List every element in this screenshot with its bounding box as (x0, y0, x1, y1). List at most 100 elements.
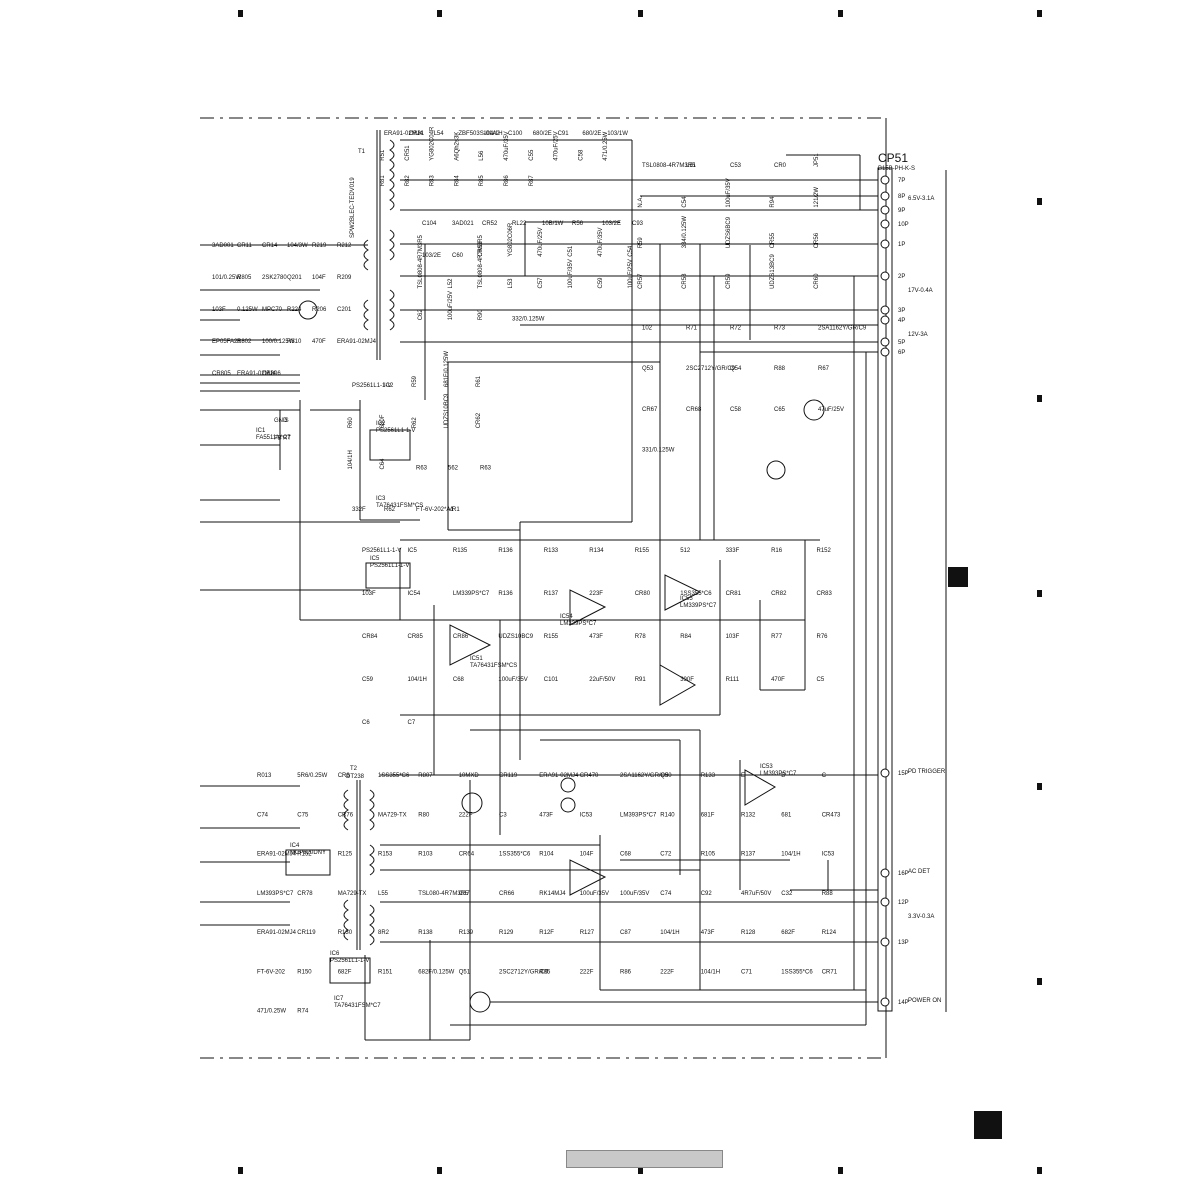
component-label: C32 (781, 891, 793, 897)
connector-pin-number: 12P (898, 900, 909, 906)
component-label: 470F (771, 677, 785, 683)
component-label: ZBF503S-01A2 (458, 131, 500, 137)
component-label: 470uF/35V (504, 131, 510, 160)
component-label: CR14 (262, 243, 278, 249)
component-label: CR56 (814, 232, 820, 248)
component-label: 10B/1W (542, 221, 564, 227)
component-label: R83 (430, 175, 436, 187)
component-label: GND (274, 418, 288, 424)
component-label: R81 (380, 175, 386, 187)
ic-ref-label: IC5 (370, 556, 380, 562)
component-label: C75 (297, 812, 309, 818)
component-label: C62 (418, 309, 424, 321)
component-label: 2SC2712Y/GR/C9 (686, 366, 736, 372)
component-label: RT (283, 436, 291, 442)
component-label: ERA91-02MJ4 (384, 131, 424, 137)
component-label: 1SS355*C6 (378, 773, 410, 779)
component-label: L56 (479, 150, 485, 161)
connector-pin-label: 6.5V-3.1A (908, 196, 934, 202)
component-label: 473F (539, 812, 553, 818)
ic-part-label: FA5511N*C7 (256, 435, 291, 441)
component-label: FB (274, 436, 282, 442)
component-label: R73 (774, 326, 786, 332)
ic-part-label: TA76431FSM*CS (470, 663, 517, 669)
component-label: 2SC2712Y/GR/C9 (499, 969, 549, 975)
component-label: C74 (660, 891, 672, 897)
component-label: UDZS6BC9 (726, 216, 732, 248)
connector-pin-number: 2P (898, 274, 905, 280)
component-label: 2SA1162Y/GR/C9 (818, 326, 867, 332)
component-label: CR80 (635, 591, 651, 597)
component-label: R87 (529, 175, 535, 187)
connector-pin (880, 347, 890, 357)
component-label: RK14MJ4 (539, 891, 566, 897)
corner-marker (974, 1111, 1002, 1139)
component-label: ERA91-02MJ4 (337, 339, 377, 345)
component-label: CR52 (482, 221, 498, 227)
connector-pin-number: 4P (898, 318, 905, 324)
transistors (298, 300, 825, 1013)
t2-part: DT238 (346, 774, 365, 780)
component-label: 331/0.125W (642, 447, 675, 453)
component-label: R85 (479, 175, 485, 187)
component-label: CR806 (262, 371, 281, 377)
component-label: CR805 (212, 371, 231, 377)
connector-pin (880, 271, 890, 281)
component-label: 332/0.125W (512, 316, 545, 322)
ic-ref-label: IC7 (334, 996, 344, 1002)
connector-pin (880, 897, 890, 907)
component-label: 681F (701, 812, 715, 818)
component-label: C201 (337, 307, 352, 313)
component-label: 1SS355*C6 (781, 969, 813, 975)
component-label: CR53 (478, 241, 484, 257)
component-label: CR57 (638, 273, 644, 289)
component-label: 104F (312, 275, 326, 281)
component-label: 470F (312, 339, 326, 345)
connector-pin-number: 5P (898, 340, 905, 346)
component-label: R805 (237, 275, 252, 281)
t1-part: SPW2BLEC-TEDV019 (350, 177, 356, 238)
component-label: CR81 (726, 591, 742, 597)
component-label: YG802C04R (430, 126, 436, 161)
connector-cp51: CP51 B15B-PH-K-S 7P6.5V-3.1A8P9P10P1P2P1… (877, 151, 946, 1012)
ic-part-label: PS2561L1-1-V (376, 428, 415, 434)
component-label: TSL080-4R7M3R5 (418, 891, 469, 897)
component-label: LM393PS*C7 (257, 891, 294, 897)
component-label: 680F (380, 414, 386, 428)
component-label: Q54 (730, 366, 742, 372)
component-label: PS2561L1-1-V (352, 383, 391, 389)
connector-pin (880, 868, 890, 878)
registration-marks (238, 10, 1042, 1174)
component-label: CR71 (822, 969, 838, 975)
connector-pin (880, 205, 890, 215)
component-label: 104/3W (287, 243, 308, 249)
component-label: 2SA1162Y/GR/C9 (620, 773, 669, 779)
ic-part-label: PS2561L1-1-V (370, 563, 409, 569)
component-label: R140 (660, 812, 675, 818)
component-label: CR66 (499, 891, 515, 897)
ic2-optocoupler (369, 429, 411, 461)
component-label: LM393PS*C7 (620, 812, 657, 818)
component-label: C5 (817, 677, 825, 683)
component-label: L51 (686, 163, 697, 169)
component-label: 3AD001 (212, 243, 234, 249)
section-tab-marker (948, 567, 968, 587)
component-label: UDZS10BC9 (498, 634, 533, 640)
component-label: R63 (416, 466, 428, 472)
component-label: CR60 (814, 273, 820, 289)
component-label: ERA91-02MJ4 (257, 930, 297, 936)
component-label: R103 (418, 852, 433, 858)
component-label: CR81 (409, 131, 425, 137)
component-label: C93 (632, 221, 644, 227)
component-label: R013 (257, 773, 272, 779)
component-label: CR84 (362, 634, 378, 640)
connector-pin-label: AC DET (908, 869, 930, 875)
component-label: L55 (378, 891, 389, 897)
ic-part-label: PS2561L1-1-V (330, 958, 369, 964)
q51-transistor (469, 991, 491, 1013)
component-label: 100uF/25V (628, 259, 634, 288)
component-label: CR470 (580, 773, 599, 779)
component-label: R129 (499, 930, 514, 936)
component-label: PS2561L1-1-V (362, 548, 401, 554)
component-label: C54 (628, 245, 634, 257)
